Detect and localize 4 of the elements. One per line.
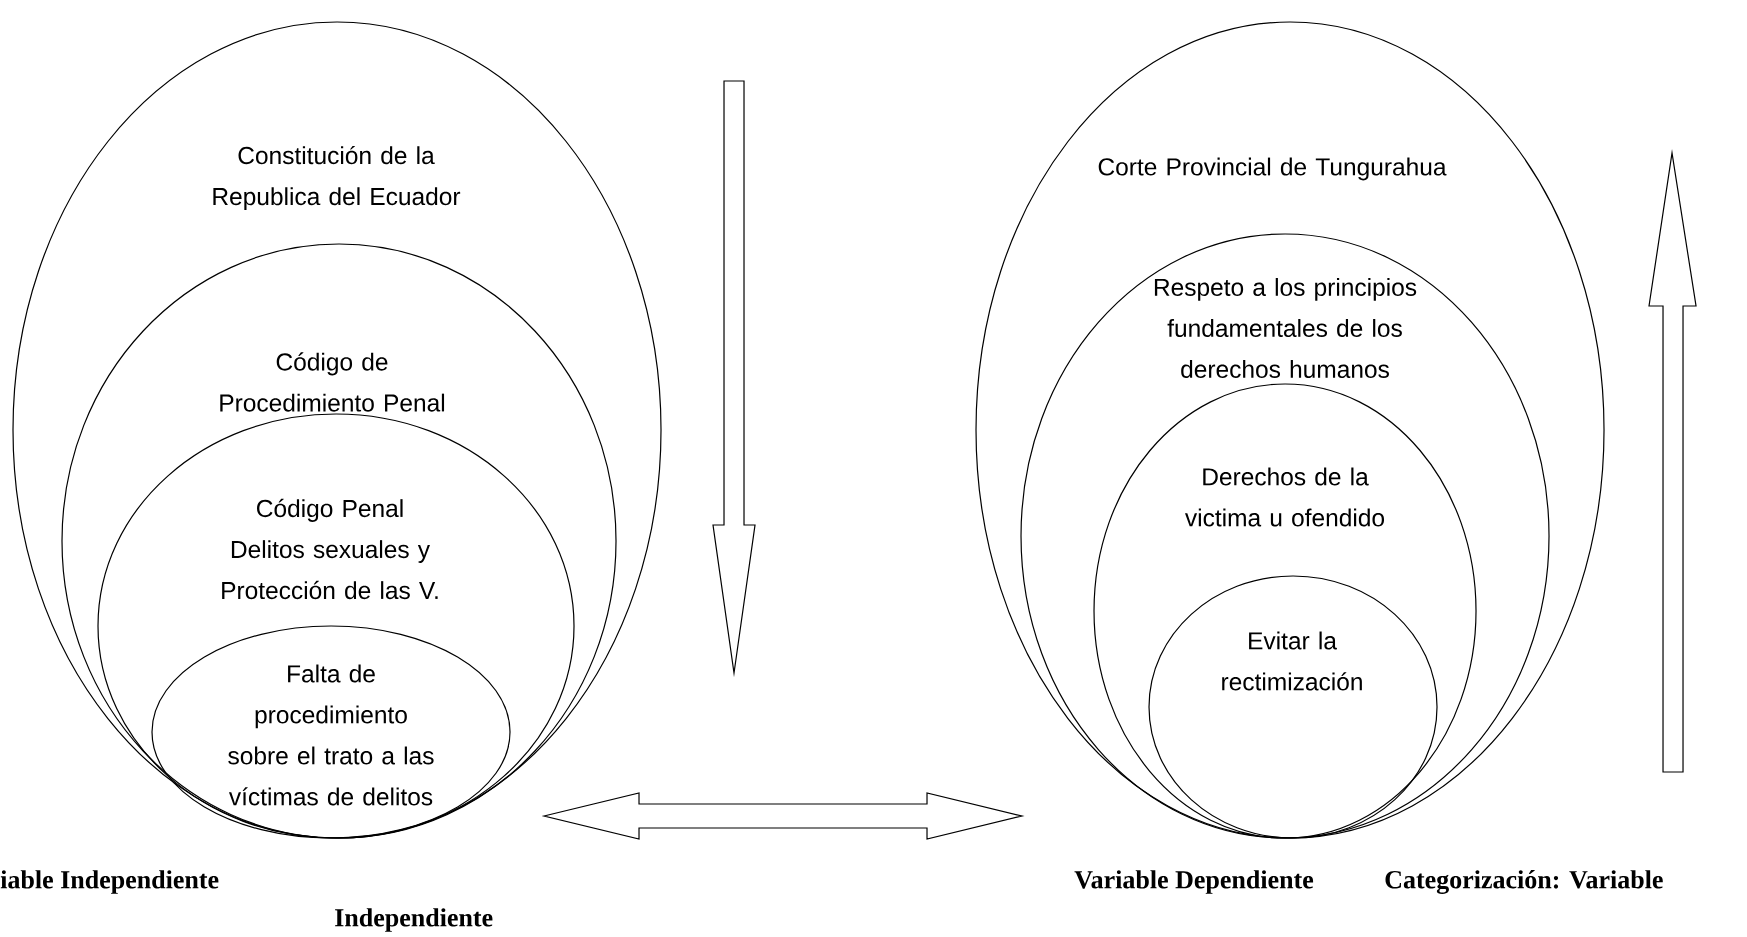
caption-text: iable Independiente [0, 870, 219, 894]
caption-text: Categorización: Variable [1385, 870, 1663, 894]
caption-text: Independiente [335, 908, 493, 932]
caption-text: Variable Dependiente [1074, 870, 1314, 894]
